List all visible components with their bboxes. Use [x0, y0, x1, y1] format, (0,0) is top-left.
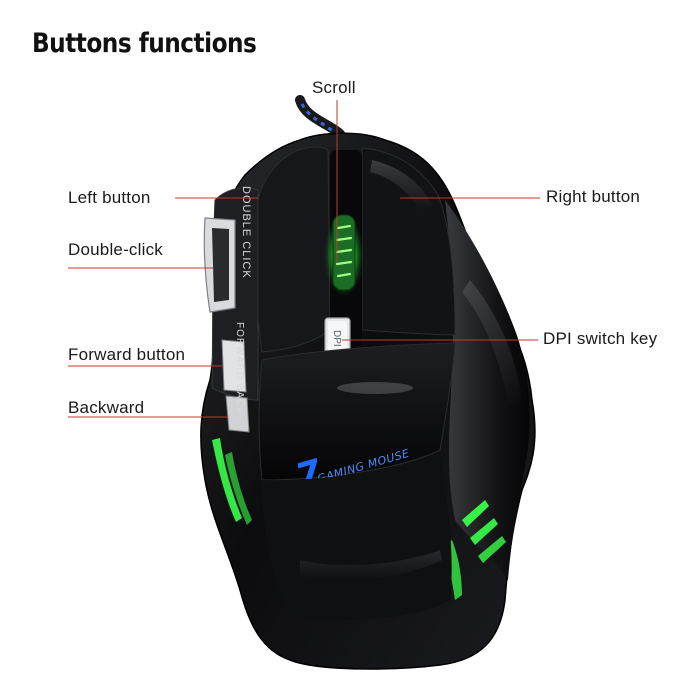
- dpi-switch-key-label: DPI switch key: [543, 329, 658, 348]
- right-button-surface: [361, 147, 456, 336]
- backward-label: Backward: [68, 398, 145, 417]
- dpi-key-text: DPI: [331, 330, 342, 347]
- logo-panel: [258, 342, 456, 481]
- left-button-surface: [253, 146, 331, 353]
- left-button-label: Left button: [68, 188, 151, 207]
- mouse-nose: [262, 452, 452, 620]
- scroll-wheel: [332, 214, 356, 291]
- double-click-label: Double-click: [68, 240, 163, 259]
- callout-lines: [68, 100, 540, 418]
- forward-back-side-text: FORWARD BACK: [234, 322, 245, 415]
- forward-button-label: Forward button: [68, 345, 186, 364]
- forward-button-mouse: [221, 339, 247, 393]
- double-click-button: [203, 217, 236, 313]
- left-led-glow: [212, 438, 252, 525]
- back-button-mouse: [225, 395, 250, 433]
- scroll-label: Scroll: [312, 78, 356, 97]
- double-click-side-text: DOUBLE CLICK: [240, 186, 252, 279]
- page-title: Buttons functions: [32, 28, 257, 59]
- right-button-label: Right button: [546, 187, 641, 206]
